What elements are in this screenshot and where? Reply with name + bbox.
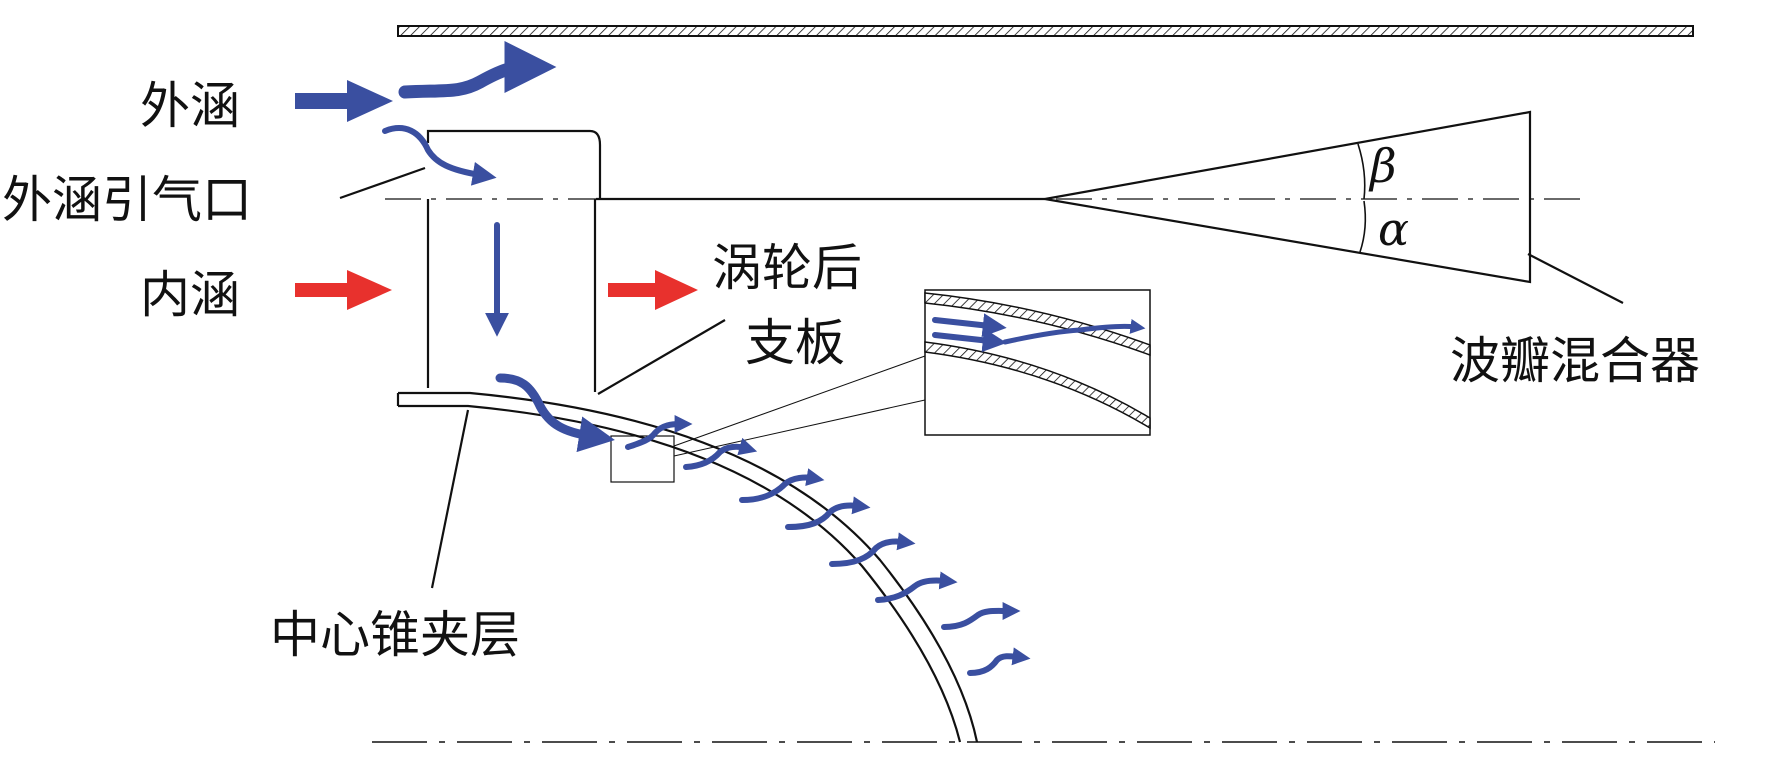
label-angle-beta: β (1368, 139, 1397, 193)
lobed-mixer-wedge (1044, 110, 1532, 284)
label-turbine-rear-strut-line1: 涡轮后 (712, 239, 862, 297)
callout-line-bottom (673, 399, 926, 457)
label-core: 内涵 (140, 266, 240, 324)
angle-arc-beta (1357, 143, 1366, 200)
label-turbine-rear-strut-line2: 支板 (745, 314, 845, 372)
outer-casing-wall (397, 25, 1694, 37)
label-bypass-bleed-port: 外涵引气口 (2, 171, 252, 229)
callout-line-top (673, 355, 926, 447)
bleed-plenum (426, 129, 1045, 392)
detail-source-box (610, 435, 675, 483)
label-lobed-mixer: 波瓣混合器 (1450, 332, 1700, 390)
core-inflow-arrow (295, 270, 392, 310)
label-bypass: 外涵 (140, 77, 240, 135)
core-outflow-arrow (608, 270, 698, 310)
label-angle-alpha: α (1378, 202, 1409, 256)
detail-zoom-box (924, 289, 1151, 436)
label-center-cone-jacket: 中心锥夹层 (270, 606, 520, 664)
bypass-inflow-arrow (295, 80, 393, 122)
center-cone-jacket-walls (396, 391, 979, 743)
leader-lines (339, 166, 1624, 589)
bypass-flow-curves (382, 41, 1031, 676)
angle-arc-alpha (1359, 200, 1367, 253)
